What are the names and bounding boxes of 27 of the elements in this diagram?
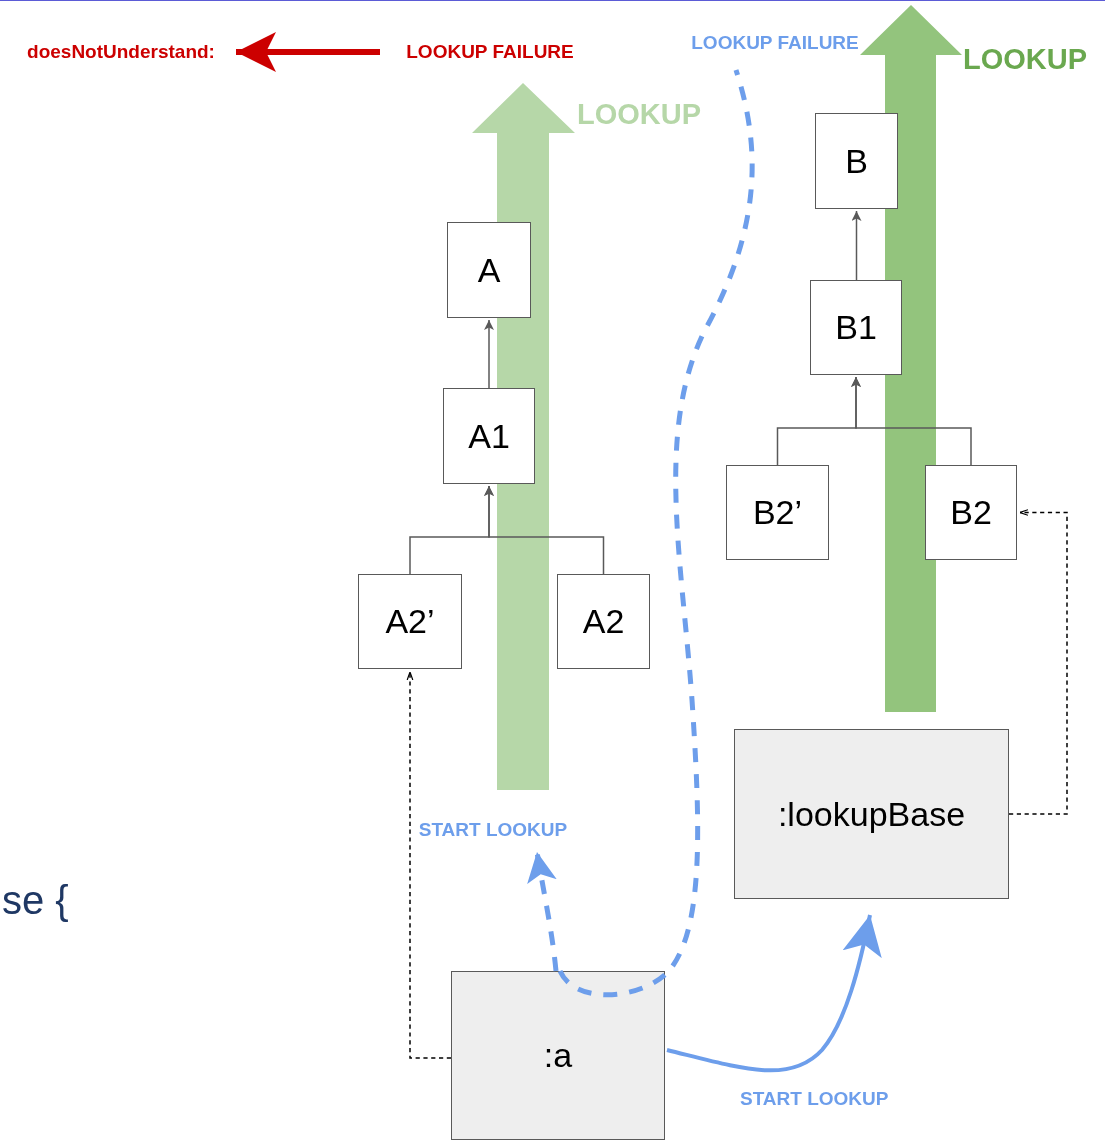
arrow	[406, 671, 452, 1059]
text-label: LOOKUP	[963, 42, 1088, 77]
class-box: B	[815, 113, 898, 209]
object-box: :lookupBase	[734, 729, 1009, 899]
arrow	[851, 210, 862, 281]
text-label: LOOKUP FAILURE	[390, 40, 590, 64]
arrow	[851, 376, 972, 466]
class-box: A	[447, 222, 531, 318]
arrow	[236, 32, 380, 72]
text-label: doesNotUnderstand:	[10, 40, 232, 64]
text-label: START LOOKUP	[404, 818, 582, 842]
arrow	[484, 485, 605, 575]
arrow	[484, 319, 494, 389]
arrow	[1008, 509, 1068, 815]
class-box: A2’	[358, 574, 462, 669]
class-box: A1	[443, 388, 535, 484]
class-box: B2’	[726, 465, 829, 560]
text-label: se {	[2, 877, 69, 924]
connector-line	[557, 69, 755, 998]
class-box: B1	[810, 280, 902, 375]
class-box: B2	[925, 465, 1017, 560]
arrow	[527, 851, 559, 972]
text-label: LOOKUP FAILURE	[676, 31, 874, 55]
text-label: LOOKUP	[577, 97, 702, 132]
object-box: :a	[451, 971, 665, 1140]
arrow	[666, 914, 882, 1073]
class-box: A2	[557, 574, 650, 669]
